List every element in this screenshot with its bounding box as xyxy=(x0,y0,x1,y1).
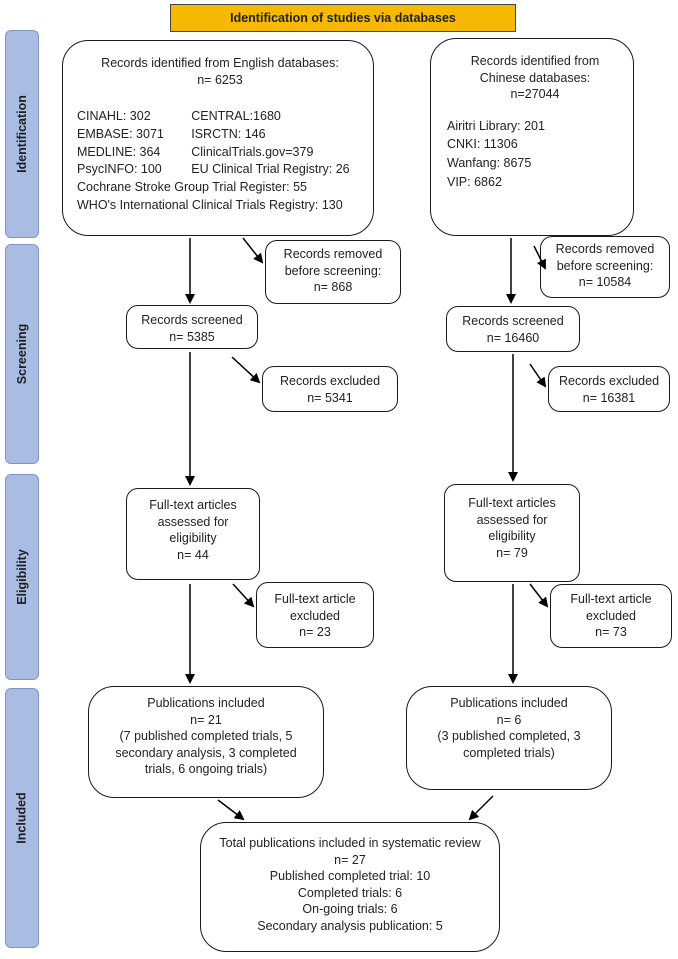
box-line: n= 10584 xyxy=(578,275,632,289)
english-included-box: Publications included n= 21 (7 published… xyxy=(88,686,324,798)
box-line: Records excluded xyxy=(558,374,660,388)
db-entry: Cochrane Stroke Group Trial Register: 55 xyxy=(77,180,307,194)
box-line: completed trials) xyxy=(463,745,555,760)
box-line: Full-text article xyxy=(274,592,356,606)
box-line: n= 5385 xyxy=(169,329,215,344)
box-line: Records excluded xyxy=(279,374,381,388)
box-line: n= 16381 xyxy=(582,390,636,405)
db-entry: ISRCTN: 146 xyxy=(191,126,266,141)
db-entry: Airitri Library: 201 xyxy=(447,118,545,133)
chinese-identified-line: Chinese databases: xyxy=(479,70,591,85)
chinese-removed-box: Records removed before screening: n= 105… xyxy=(540,236,670,298)
box-line: eligibility xyxy=(488,529,536,543)
box-line: n= 16460 xyxy=(486,330,540,345)
chinese-fulltext-box: Full-text articles assessed for eligibil… xyxy=(444,484,580,582)
box-line: n= 868 xyxy=(313,280,353,294)
english-fulltext-box: Full-text articles assessed for eligibil… xyxy=(126,488,260,580)
arrow-diagonal xyxy=(533,245,546,270)
total-included-box: Total publications included in systemati… xyxy=(200,822,500,952)
box-line: before screening: xyxy=(284,263,382,278)
arrow-diagonal xyxy=(529,363,547,388)
box-line: Secondary analysis publication: 5 xyxy=(257,918,443,933)
chinese-identified-line: Records identified from xyxy=(470,54,600,68)
box-line: n= 27 xyxy=(334,852,366,867)
english-excluded-box: Records excluded n= 5341 xyxy=(262,366,398,412)
box-line: Completed trials: 6 xyxy=(297,885,403,900)
box-line: assessed for xyxy=(476,512,548,527)
arrow-diagonal xyxy=(231,356,261,384)
box-line: excluded xyxy=(289,608,341,623)
english-removed-box: Records removed before screening: n= 868 xyxy=(265,240,401,304)
box-line: n= 73 xyxy=(595,625,627,639)
box-line: eligibility xyxy=(169,531,217,545)
box-line: Publications included xyxy=(450,696,568,710)
box-line: Full-text articles xyxy=(468,496,556,510)
arrow-diagonal xyxy=(232,583,255,608)
english-ft-excluded-box: Full-text article excluded n= 23 xyxy=(256,582,374,648)
db-entry: WHO's International Clinical Trials Regi… xyxy=(77,197,343,212)
db-entry: EMBASE: 3071 xyxy=(77,126,164,141)
box-line: Publications included xyxy=(147,696,265,710)
arrow-diagonal xyxy=(468,795,494,821)
chinese-identified-n: n=27044 xyxy=(510,87,560,101)
chinese-screened-box: Records screened n= 16460 xyxy=(446,306,580,352)
db-entry: PsycINFO: 100 xyxy=(77,162,162,177)
arrow-diagonal xyxy=(217,799,245,821)
box-line: (3 published completed, 3 xyxy=(437,729,581,743)
box-line: excluded xyxy=(585,608,637,623)
db-entry: CENTRAL:1680 xyxy=(191,109,281,123)
english-db-extra: Cochrane Stroke Group Trial Register: 55… xyxy=(77,179,363,215)
box-line: Records screened xyxy=(462,314,564,328)
chinese-ft-excluded-box: Full-text article excluded n= 73 xyxy=(550,584,672,648)
chinese-identified-box: Records identified from Chinese database… xyxy=(430,38,634,236)
box-line: n= 21 xyxy=(190,712,222,727)
chinese-included-box: Publications included n= 6 (3 published … xyxy=(406,686,612,790)
stage-eligibility: Eligibility xyxy=(5,474,39,680)
db-entry: EU Clinical Trial Registry: 26 xyxy=(191,162,350,177)
english-identified-n: n= 6253 xyxy=(197,72,243,87)
stage-screening: Screening xyxy=(5,244,39,464)
box-line: n= 5341 xyxy=(307,390,353,405)
chinese-excluded-box: Records excluded n= 16381 xyxy=(548,366,670,412)
english-identified-title: Records identified from English database… xyxy=(101,56,339,70)
db-entry: ClinicalTrials.gov=379 xyxy=(191,144,314,159)
stage-included: Included xyxy=(5,688,39,948)
box-line: n= 6 xyxy=(496,712,522,727)
arrow-diagonal xyxy=(529,583,549,608)
box-line: Full-text articles xyxy=(149,498,237,512)
box-line: trials, 6 ongoing trials) xyxy=(144,762,268,776)
box-line: Records removed xyxy=(555,242,655,256)
box-line: secondary analysis, 3 completed xyxy=(115,745,297,760)
box-line: assessed for xyxy=(157,514,229,529)
box-line: Records removed xyxy=(283,247,383,261)
db-entry: CINAHL: 302 xyxy=(77,109,151,123)
english-db-grid: CINAHL: 302 CENTRAL:1680 EMBASE: 3071 IS… xyxy=(77,108,363,179)
box-line: Published completed trial: 10 xyxy=(269,869,431,883)
english-identified-box: Records identified from English database… xyxy=(62,40,374,236)
box-line: Records screened xyxy=(141,313,243,327)
db-entry: MEDLINE: 364 xyxy=(77,144,161,159)
english-screened-box: Records screened n= 5385 xyxy=(126,305,258,349)
arrow-diagonal xyxy=(242,237,264,264)
box-line: n= 79 xyxy=(496,545,528,560)
db-entry: CNKI: 11306 xyxy=(447,137,518,152)
box-line: before screening: xyxy=(556,258,654,273)
db-entry: Wanfang: 8675 xyxy=(447,156,532,170)
db-entry: VIP: 6862 xyxy=(447,174,502,189)
box-line: (7 published completed trials, 5 xyxy=(119,729,293,743)
box-line: n= 23 xyxy=(299,625,331,639)
chinese-db-list: Airitri Library: 201 CNKI: 11306 Wanfang… xyxy=(447,117,623,192)
box-line: On-going trials: 6 xyxy=(302,902,398,916)
stage-identification: Identification xyxy=(5,30,39,238)
box-line: Total publications included in systemati… xyxy=(219,836,481,850)
box-line: n= 44 xyxy=(177,547,209,562)
box-line: Full-text article xyxy=(570,592,652,606)
diagram-header: Identification of studies via databases xyxy=(170,4,516,32)
